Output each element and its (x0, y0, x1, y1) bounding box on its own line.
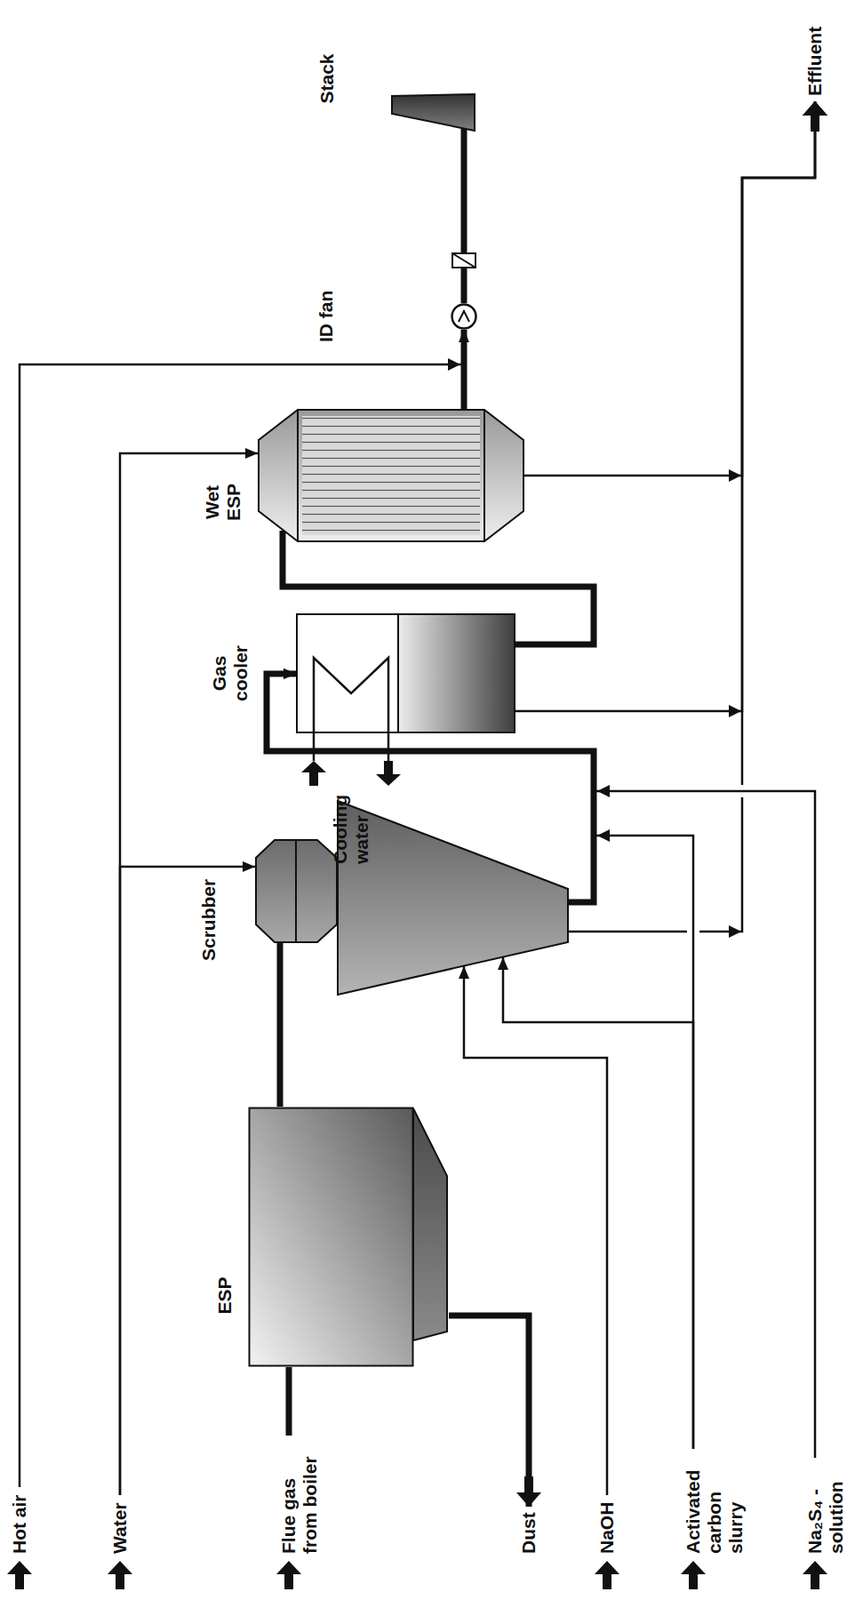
junction-head (728, 925, 742, 938)
stream-label: Dust (518, 1511, 540, 1554)
stream-label: Cooling water (329, 779, 373, 864)
stream-label: Na₂S₄ - solution (804, 1464, 848, 1554)
stream-label: Flue gas from boiler (278, 1442, 321, 1554)
esp-casing (249, 1108, 414, 1367)
inlet-stream: Activated carbon slurry (682, 1448, 747, 1554)
inlet-stream: Water (109, 1494, 131, 1554)
scrubber-cone (337, 800, 568, 995)
stream-label: Effluent (804, 26, 826, 96)
inlet-stream: Hot air (8, 1486, 31, 1554)
id-fan-shape (450, 303, 478, 330)
stream-label: Activated carbon slurry (682, 1455, 747, 1554)
inlet-arrow (594, 1560, 620, 1590)
id-fan: ID fan (450, 303, 478, 330)
cooler-head (296, 614, 399, 733)
equipment-label: Scrubber (198, 878, 220, 961)
pipe-line (119, 866, 256, 1495)
outlet-stream: Effluent (804, 26, 826, 102)
gas-cooler: Gas cooler (295, 613, 516, 734)
cooling-lead (387, 732, 391, 761)
process-lines (19, 101, 816, 1507)
stack-shape (391, 93, 476, 132)
cooling-out-arrow (375, 760, 401, 786)
crossing-gaps (687, 784, 749, 938)
stream-label: Water (109, 1502, 131, 1554)
junction-head (728, 469, 742, 482)
wet-esp-seam (296, 409, 299, 542)
gas-duct (461, 329, 468, 409)
equipment-label: Wet ESP (201, 475, 245, 529)
inlet-stream: NaOH (596, 1494, 618, 1554)
gas-duct (461, 128, 468, 304)
esp-unit: ESP (247, 1106, 449, 1367)
damper-box (452, 253, 476, 268)
scrubber-vessel-shape (255, 799, 569, 996)
cooling-in-arrow (301, 760, 327, 786)
pipe-line (119, 453, 258, 1495)
cooling-coil (313, 657, 389, 734)
pipe-line (503, 957, 694, 1449)
inlet-stream: Na₂S₄ - solution (804, 1457, 848, 1554)
stream-label: NaOH (596, 1502, 618, 1554)
gas-duct (277, 942, 284, 1107)
inlet-arrow (107, 1560, 133, 1590)
inlet-arrow (802, 1560, 828, 1590)
cooling-lead (312, 732, 316, 761)
inlet-arrow-icons (7, 760, 828, 1590)
gas-duct (286, 1366, 293, 1436)
wet-esp-seam (483, 409, 486, 542)
inlet-arrow (7, 1560, 32, 1590)
inlet-arrow (680, 1560, 706, 1590)
outlet-stream: Dust (518, 1506, 540, 1554)
fan-impeller (458, 311, 470, 322)
scrubber-throat (255, 839, 337, 943)
equipment-label: ID fan (315, 290, 337, 343)
scrubber-band (295, 839, 297, 943)
damper-blade (452, 253, 476, 268)
wet-esp-unit: Wet ESP (257, 408, 525, 543)
junction-head (447, 358, 461, 371)
fan-casing (452, 304, 477, 329)
esp-hopper (413, 1108, 448, 1341)
equipment-label: Stack (316, 53, 338, 104)
inlet-arrow (276, 1560, 302, 1590)
damper-symbol (452, 253, 476, 268)
cooling-water-leads (313, 732, 389, 761)
equipment-label: Gas cooler (208, 638, 252, 710)
equipment-label: ESP (214, 1276, 236, 1314)
junction-head (597, 784, 610, 798)
junction-head (597, 829, 610, 842)
pipe-line (463, 966, 608, 1495)
wet-esp-tubes (302, 415, 480, 536)
pipe-line (524, 101, 816, 476)
stack: Stack (391, 93, 476, 132)
gas-cooler-shape (295, 613, 516, 734)
cooler-body (398, 614, 515, 733)
pipe-line (568, 101, 816, 932)
pipe-line (515, 101, 816, 712)
scrubber-vessel: Scrubber (255, 799, 569, 996)
inlet-stream: Flue gas from boiler (278, 1435, 321, 1554)
junction-head (728, 704, 742, 718)
stack-body (391, 94, 475, 131)
esp-unit-shape (247, 1106, 449, 1367)
gas-duct (448, 1315, 529, 1507)
wet-esp-shell (258, 409, 524, 542)
stream-label: Hot air (8, 1494, 31, 1554)
wet-esp-unit-shape (257, 408, 525, 543)
